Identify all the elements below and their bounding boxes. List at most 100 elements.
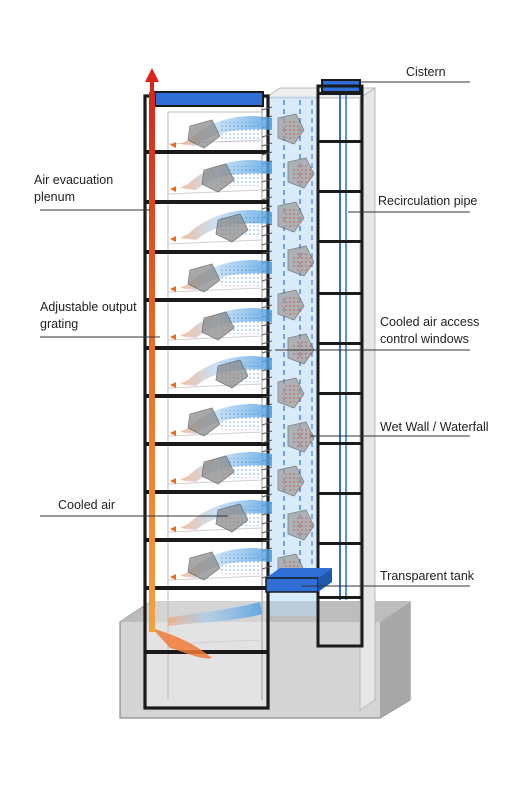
cooled-air-flows: [170, 116, 272, 581]
right-slab: [318, 442, 362, 445]
floor-slab: [145, 538, 268, 542]
flow-arrow-icon: [170, 142, 176, 148]
grating-tick: [261, 349, 273, 354]
grating-tick: [261, 394, 273, 399]
right-column: [316, 84, 364, 648]
floor-edge: [167, 383, 263, 389]
grating-tick: [261, 322, 273, 327]
label-wet-wall-text: Wet Wall / Waterfall: [380, 420, 489, 434]
grating-tick: [261, 106, 273, 111]
air-mist: [220, 266, 260, 286]
basement-cool-flow: [168, 602, 262, 626]
room-stone: [187, 119, 221, 149]
right-slab: [318, 92, 362, 95]
right-slab: [318, 292, 362, 295]
room-stone: [187, 263, 221, 293]
right-slab: [318, 240, 362, 243]
flow-arrow-icon: [170, 526, 176, 532]
grating-tick: [261, 223, 273, 228]
label-adjustable-line1: Adjustable output: [40, 300, 137, 314]
right-slab: [318, 596, 362, 599]
room-stone: [201, 163, 235, 193]
wall-mist: [292, 428, 312, 448]
label-cooled-air-text: Cooled air: [58, 498, 115, 512]
flow-arrow-icon: [170, 286, 176, 292]
grating-tick: [261, 385, 273, 390]
air-evacuation-plenum: [145, 68, 159, 632]
grating-tick: [261, 529, 273, 534]
grating-tick: [261, 232, 273, 237]
building-frame: [143, 94, 270, 710]
foundation: [119, 601, 411, 719]
flow-arrow-icon: [170, 478, 176, 484]
room-stone: [187, 407, 221, 437]
grating-tick: [261, 142, 273, 147]
right-slab: [318, 342, 362, 345]
grating-tick: [261, 448, 273, 453]
floor-slab: [145, 250, 268, 254]
grating-tick: [261, 484, 273, 489]
leader-lines: [40, 81, 470, 587]
exhaust-arrow-icon: [145, 68, 159, 82]
room-stone: [215, 503, 249, 533]
right-floor-slabs: [318, 92, 362, 599]
label-cistern-text: Cistern: [406, 65, 446, 79]
grating-tick: [261, 475, 273, 480]
floor-slab: [145, 200, 268, 204]
right-slab: [318, 392, 362, 395]
grating-tick: [261, 565, 273, 570]
grating-tick: [261, 430, 273, 435]
grating-tick: [261, 187, 273, 192]
label-recirculation-pipe: Recirculation pipe: [378, 193, 477, 210]
grating-tick: [261, 196, 273, 201]
grating-tick: [261, 205, 273, 210]
label-adjustable-output-grating: Adjustable output grating: [40, 299, 137, 333]
room-stone: [215, 359, 249, 389]
floor-slab: [145, 150, 268, 154]
label-wet-wall-waterfall: Wet Wall / Waterfall: [380, 419, 489, 436]
grating-tick: [261, 250, 273, 255]
wall-mist: [282, 120, 302, 140]
wall-mist: [282, 472, 302, 492]
floor-edge: [167, 287, 263, 293]
label-recirculation-pipe-text: Recirculation pipe: [378, 194, 478, 208]
grating-tick: [261, 376, 273, 381]
air-mist: [220, 122, 260, 142]
grating-tick: [261, 331, 273, 336]
grating-tick: [261, 439, 273, 444]
grating-tick: [261, 304, 273, 309]
floor-slab: [145, 442, 268, 446]
grating-tick: [261, 421, 273, 426]
flow-arrow-icon: [170, 186, 176, 192]
transparent-tank: [265, 568, 332, 593]
wall-mist: [282, 296, 302, 316]
grating-tick: [261, 520, 273, 525]
grating-tick: [261, 466, 273, 471]
basement-warm-flow: [152, 628, 212, 659]
grating-tick: [261, 178, 273, 183]
grating-tick: [261, 295, 273, 300]
flow-arrow-icon: [170, 334, 176, 340]
floor-slab: [145, 298, 268, 302]
floor-edge: [167, 527, 263, 533]
floor-slab: [145, 650, 268, 654]
label-air-evacuation-line1: Air evacuation: [34, 173, 114, 187]
air-mist: [220, 554, 260, 574]
label-cistern: Cistern: [406, 64, 446, 81]
flow-arrow-icon: [170, 430, 176, 436]
floor-edge: [167, 431, 263, 437]
label-transparent-tank-text: Transparent tank: [380, 569, 475, 583]
grating-tick: [261, 133, 273, 138]
label-cooled-air-access-line2: control windows: [380, 332, 469, 346]
grating-tick: [261, 286, 273, 291]
room-stone: [187, 551, 221, 581]
wall-mist: [292, 164, 312, 184]
label-cooled-air-access-line1: Cooled air access: [380, 315, 480, 329]
room-stone: [201, 311, 235, 341]
label-transparent-tank: Transparent tank: [380, 568, 474, 585]
flow-arrow-icon: [170, 574, 176, 580]
air-mist: [220, 410, 260, 430]
label-cooled-air-access-control-windows: Cooled air access control windows: [380, 314, 479, 348]
wall-mist: [292, 252, 312, 272]
right-slab: [318, 190, 362, 193]
